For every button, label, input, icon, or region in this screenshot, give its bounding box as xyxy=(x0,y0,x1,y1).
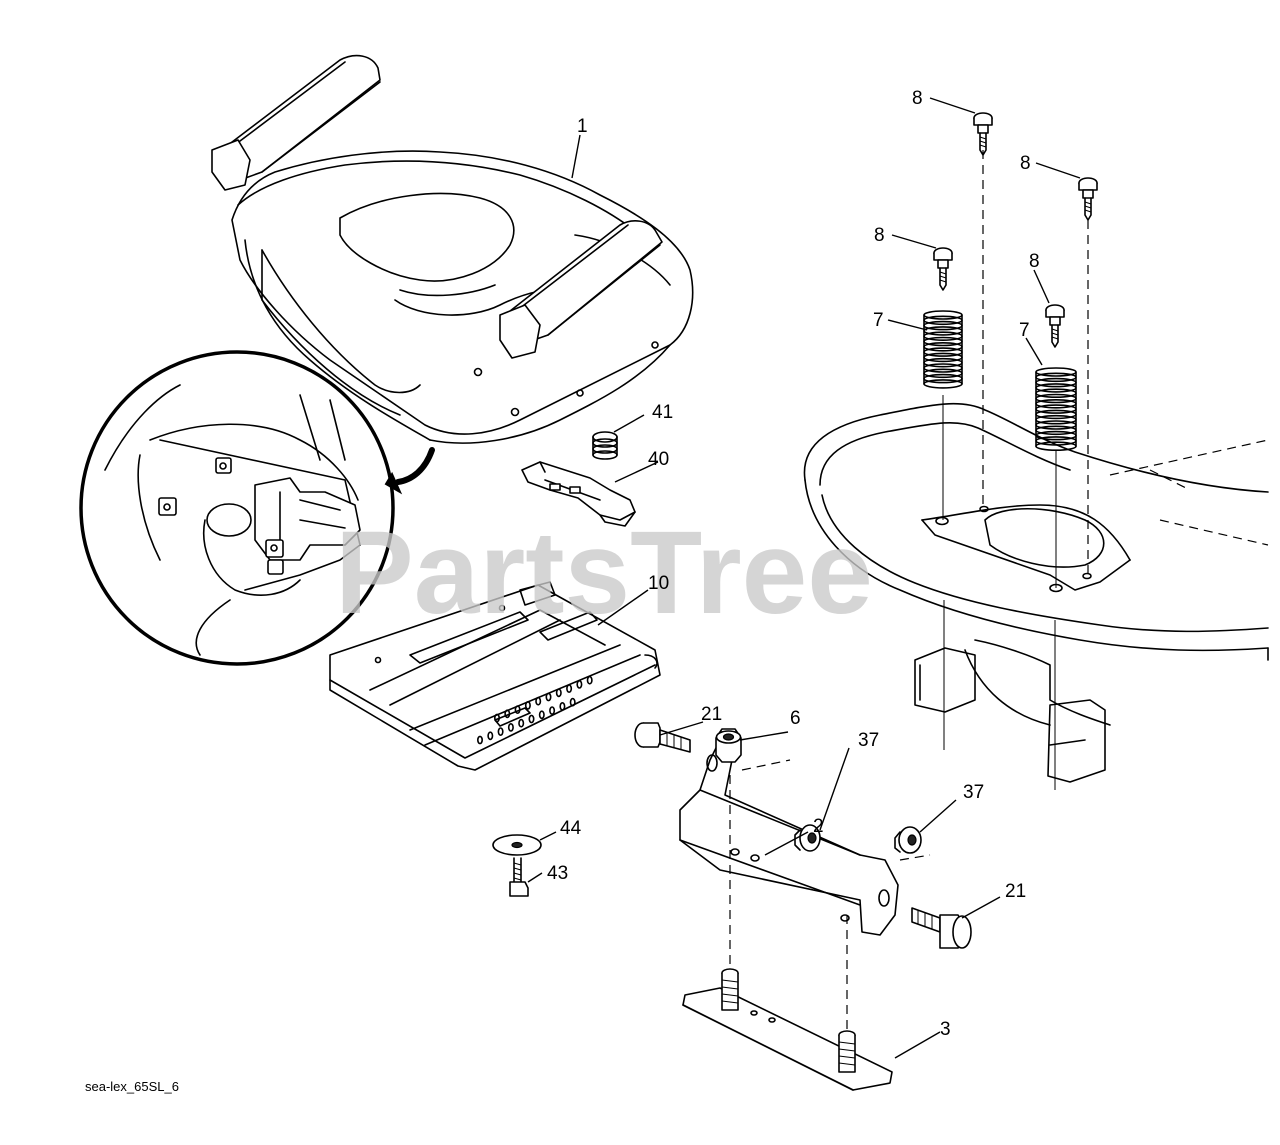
seat-icon xyxy=(211,54,694,444)
label-bolt: 21 xyxy=(701,704,722,725)
label-screw: 8 xyxy=(1029,251,1040,272)
label-nut-lock: 37 xyxy=(858,730,879,751)
spring-compression-icon xyxy=(592,431,618,460)
bolt-small-icon xyxy=(509,857,529,897)
fender-deck xyxy=(803,402,1269,790)
bolt-icon xyxy=(911,907,972,949)
part-labels: 1 8 8 8 8 7 7 41 40 10 21 6 37 37 2 21 4… xyxy=(547,88,1040,1040)
curved-arrow-icon xyxy=(384,447,435,495)
screw-icon xyxy=(1078,177,1098,221)
assembly-guide-lines xyxy=(942,150,1089,588)
spring-icon xyxy=(923,310,963,389)
screw-icon xyxy=(933,247,953,291)
label-pivot-plate: 3 xyxy=(940,1019,951,1040)
label-spring: 7 xyxy=(1019,320,1030,341)
nut-lock-icon xyxy=(794,824,821,852)
label-bolt-small: 43 xyxy=(547,863,568,884)
bracket-switch-icon xyxy=(521,461,636,527)
label-bracket-switch: 40 xyxy=(648,449,669,470)
bolt-icon xyxy=(634,722,691,753)
spring-icon xyxy=(1035,367,1077,452)
nut-icon xyxy=(715,728,742,763)
pivot-plate-icon xyxy=(682,968,893,1091)
label-nut: 6 xyxy=(790,708,801,729)
leader-lines xyxy=(527,97,1081,1059)
label-screw: 8 xyxy=(912,88,923,109)
screw-icon xyxy=(1045,304,1065,348)
seat-pan-icon xyxy=(329,581,661,771)
watermark: PartsTree xyxy=(335,507,873,639)
seat-bracket-icon xyxy=(679,739,899,936)
label-screw: 8 xyxy=(874,225,885,246)
screw-icon xyxy=(973,112,993,156)
label-spring: 7 xyxy=(873,310,884,331)
label-seat: 1 xyxy=(577,116,588,137)
label-washer: 44 xyxy=(560,818,582,839)
diagram-code: sea-lex_65SL_6 xyxy=(85,1079,179,1094)
label-bolt: 21 xyxy=(1005,881,1026,902)
label-seat-pan: 10 xyxy=(648,573,669,594)
label-screw: 8 xyxy=(1020,153,1031,174)
label-spring-compression: 41 xyxy=(652,402,673,423)
nut-lock-icon xyxy=(894,826,922,854)
detail-callout xyxy=(79,350,395,666)
label-seat-bracket: 2 xyxy=(813,816,824,837)
washer-icon xyxy=(492,834,542,856)
assembly-guide-lines xyxy=(729,759,931,1035)
label-nut-lock: 37 xyxy=(963,782,984,803)
